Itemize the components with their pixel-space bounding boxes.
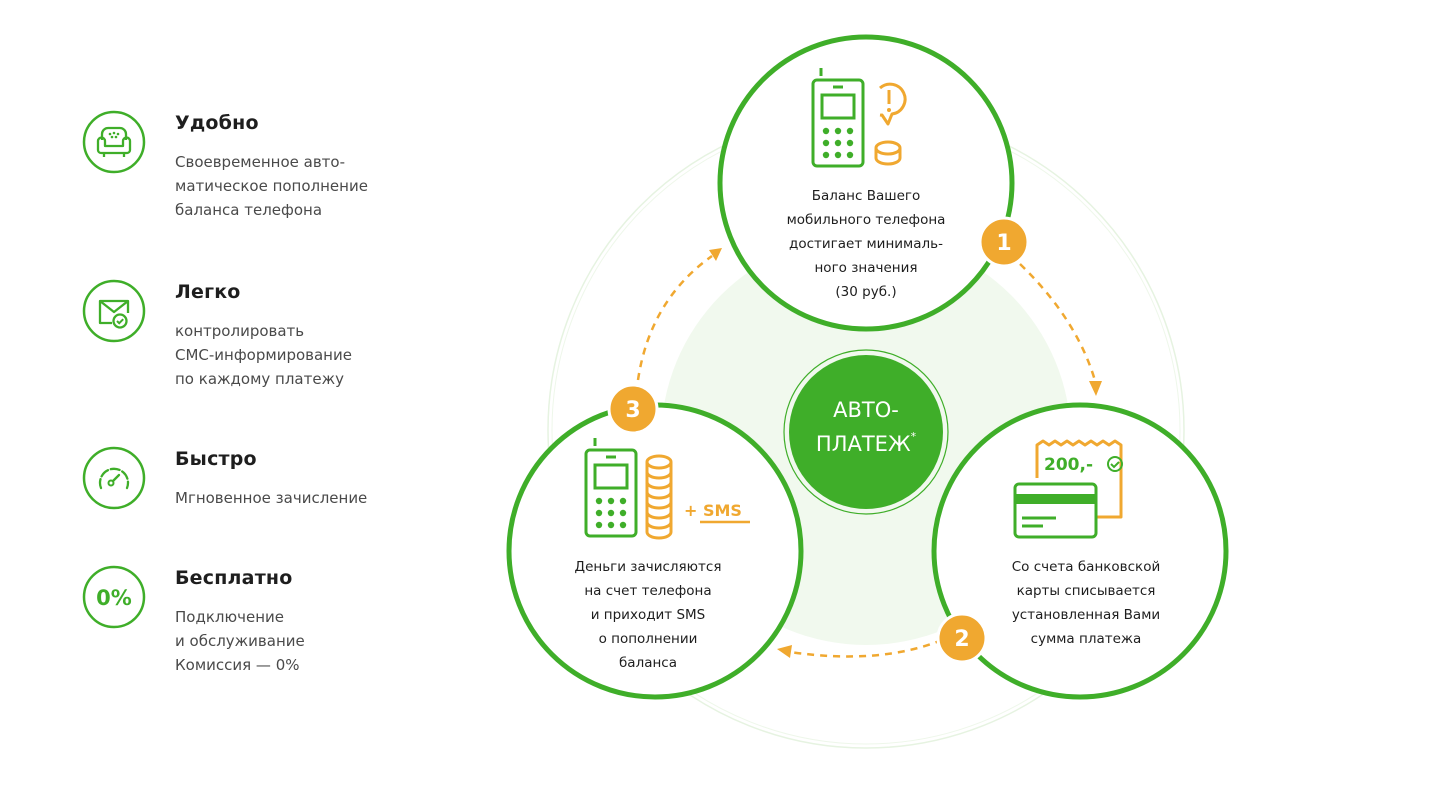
feature-description: контролировать СМС-информирование по каж… [175,322,352,388]
step-3-badge: 3 [607,383,659,435]
receipt-amount: 200,- [1044,455,1093,475]
arrow-1-to-2-head [1089,381,1102,396]
envelope-check-icon [82,279,146,343]
center-ring [783,349,949,515]
feature-title: Бесплатно [175,567,293,589]
feature-description: Подключение и обслуживание Комиссия — 0% [175,608,305,674]
footnote-asterisk: * [910,430,917,443]
armchair-icon [82,110,146,174]
arrow-2-to-3-head [777,645,792,658]
step-2-number: 2 [954,627,969,652]
autopayment-label: АВТО- ПЛАТЕЖ* [786,395,946,459]
zero-percent-icon: 0% [82,565,146,629]
arrow-1-to-2 [1019,263,1098,385]
phone-coins-sms-icon: + SMS [584,438,750,540]
step-3-text: Деньги зачисляются на счет телефона и пр… [574,559,722,671]
card-receipt-icon: 200,- [1013,439,1123,539]
step-1-text: Баланс Вашего мобильного телефона достиг… [786,188,946,300]
feature-convenient: Удобно Своевременное авто- матическое по… [82,110,442,240]
zero-percent-text: 0% [96,586,132,610]
sms-label: + SMS [684,501,742,520]
step-1-badge: 1 [978,216,1030,268]
arrow-2-to-3 [789,638,943,658]
autopayment-title: АВТО- ПЛАТЕЖ [815,398,911,456]
step-1-circle [717,34,1015,332]
feature-free: 0% Бесплатно Подключение и обслуживание … [82,565,442,685]
step-3-number: 3 [625,398,640,423]
feature-fast: Быстро Мгновенное зачисление [82,446,442,516]
arrow-3-to-1 [636,254,713,381]
step-2-circle [931,402,1229,700]
feature-description: Мгновенное зачисление [175,489,368,507]
step-2-badge: 2 [936,612,988,664]
feature-title: Легко [175,281,241,303]
phone-low-balance-icon [811,68,907,168]
feature-description: Своевременное авто- матическое пополнени… [175,153,368,219]
step-1-number: 1 [996,231,1011,256]
feature-title: Удобно [175,112,259,134]
arrow-3-to-1-head [709,248,722,261]
step-2-text: Со счета банковской карты списывается ус… [1011,559,1161,647]
feature-title: Быстро [175,448,257,470]
speedometer-icon [82,446,146,510]
center-disc [789,355,943,509]
feature-easy: Легко контролировать СМС-информирование … [82,279,442,399]
